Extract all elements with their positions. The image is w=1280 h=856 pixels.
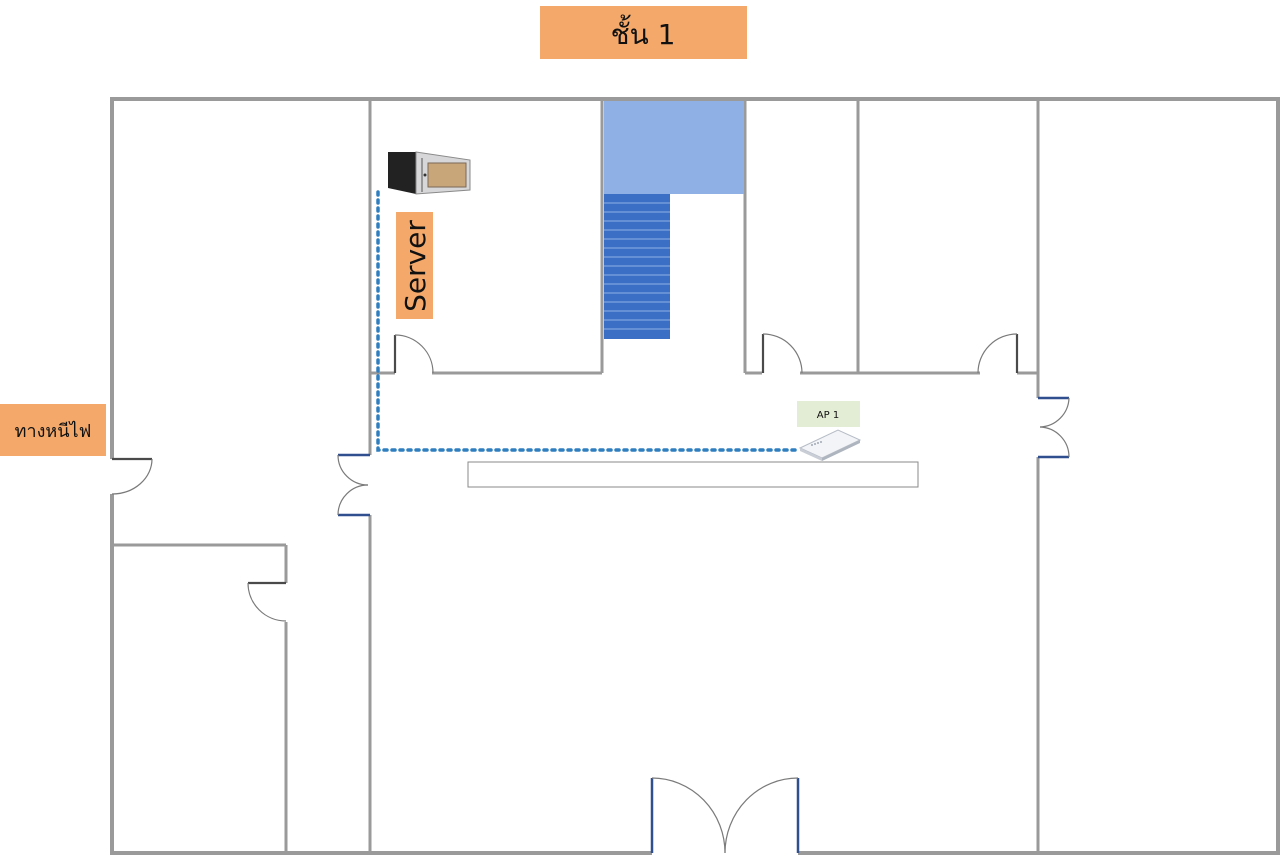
door-right-room-double xyxy=(1038,396,1070,459)
stair-tread-lines xyxy=(604,202,670,330)
ap1-label: AP 1 xyxy=(797,401,860,427)
door-swing-arc xyxy=(394,334,434,374)
door-main-entrance xyxy=(650,777,800,854)
counter-table xyxy=(467,461,919,488)
floor-title: ชั้น 1 xyxy=(540,6,747,59)
door-fire-exit xyxy=(111,457,153,495)
server-rack-icon xyxy=(388,151,471,195)
fire-exit-label-box xyxy=(0,404,106,456)
doors xyxy=(111,333,1070,854)
door-room4 xyxy=(977,333,1019,374)
door-swing-arc-top xyxy=(1039,397,1070,428)
door-swing-arc xyxy=(247,582,287,622)
door-corridor-double xyxy=(337,453,370,517)
server-label-text: Server xyxy=(399,220,432,312)
door-swing-arc xyxy=(762,333,803,374)
stairs-icon xyxy=(604,101,744,339)
wifi-access-point-icon xyxy=(798,429,862,461)
door-swing-arc-bottom xyxy=(337,484,369,516)
door-swing-arc-right xyxy=(724,777,799,854)
door-swing-arc xyxy=(111,458,153,495)
server-label-box xyxy=(396,212,433,319)
server-label: Server xyxy=(396,212,433,319)
stair-landing xyxy=(604,101,744,194)
fire-exit-label: ทางหนีไฟ xyxy=(0,404,106,456)
fire-exit-label-text: ทางหนีไฟ xyxy=(15,420,92,442)
floor-title-box xyxy=(540,6,747,59)
door-room3 xyxy=(761,333,803,374)
door-lower-left-room xyxy=(247,581,287,622)
door-server-room xyxy=(393,334,434,374)
floor-title-text: ชั้น 1 xyxy=(611,14,676,51)
door-swing-arc-left xyxy=(651,777,726,854)
door-swing-arc xyxy=(977,333,1018,374)
door-swing-arc-top xyxy=(337,454,369,486)
ap1-label-box xyxy=(797,401,860,427)
ap1-label-text: AP 1 xyxy=(817,410,839,421)
network-cable-path xyxy=(376,190,802,452)
door-swing-arc-bottom xyxy=(1039,426,1070,458)
